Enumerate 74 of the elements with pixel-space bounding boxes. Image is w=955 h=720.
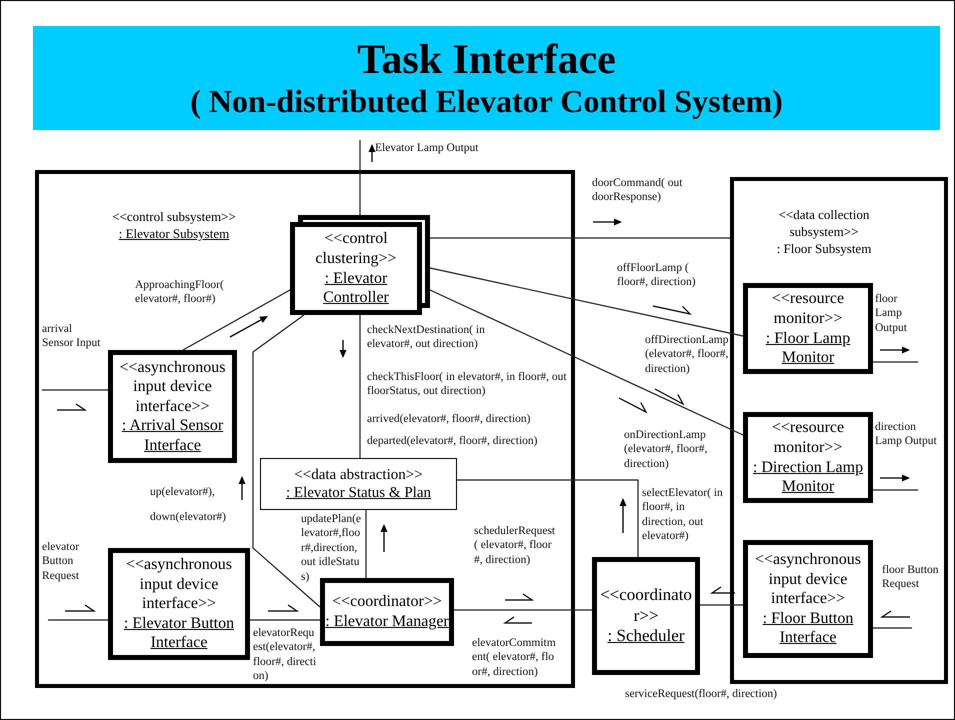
object-name: : Elevator Status & Plan <box>286 484 431 502</box>
object-name: : Floor Button Interface <box>762 608 854 648</box>
object-name: : Floor Subsystem <box>776 240 872 258</box>
connector-line <box>182 289 290 351</box>
object-name: : Scheduler <box>608 626 684 648</box>
connector-line <box>42 389 108 391</box>
connector-line <box>430 289 744 436</box>
connector-line <box>430 237 730 239</box>
stereotype-label: <<coordinator>> <box>600 584 692 626</box>
stereotype-label: <<asynchronous input device interface>> <box>124 555 234 614</box>
message-label: checkThisFloor( in elevator#, in floor#, out floorStatus, out direction) <box>367 370 568 399</box>
message-label: Elevator Lamp Output <box>375 141 480 156</box>
object-name: : Elevator Subsystem <box>118 226 230 243</box>
object-box <box>108 350 237 463</box>
object-box <box>260 458 457 510</box>
title: Task Interface <box>357 36 616 83</box>
multi-object-box <box>290 215 430 315</box>
message-label: ApproachingFloor( elevator#, floor#) <box>135 278 225 307</box>
message-label: elevatorRequest(elevator#, floor#, direction) <box>253 626 318 684</box>
subsystem-box <box>730 177 948 684</box>
object-box <box>320 578 454 646</box>
object-box <box>743 540 873 658</box>
connector-line <box>454 609 592 611</box>
message-label: elevatorCommitment( elevator#, floor#, direction) <box>472 636 556 680</box>
subsystem-box <box>35 170 575 688</box>
connector-line <box>252 314 320 608</box>
message-label: offFloorLamp ( floor#, direction) <box>617 261 697 290</box>
message-label: elevator Button Request <box>42 540 80 584</box>
connector-line <box>359 140 361 215</box>
message-label: doorCommand( out doorResponse) <box>592 176 684 205</box>
stereotype-label: <<data abstraction>> <box>294 466 423 484</box>
connector-line <box>700 604 743 606</box>
stereotype-label: <<asynchronous input device interface>> <box>754 550 862 609</box>
message-label: arrived(elevator#, floor#, direction) <box>367 412 532 426</box>
object-box <box>743 283 873 374</box>
stereotype-label: <<asynchronous input device interface>> <box>118 358 227 416</box>
connector-line <box>250 619 320 621</box>
object-box <box>743 412 873 503</box>
stereotype-label: <<coordinator>> <box>332 592 442 612</box>
object-name: : Elevator Controller <box>322 268 390 308</box>
stereotype-label: <<control clustering>> <box>314 229 398 268</box>
stereotype-label: <<resource monitor>> <box>770 418 846 458</box>
message-label: up(elevator#), down(elevator#) <box>150 485 227 526</box>
object-name: : Direction Lamp Monitor <box>752 458 864 497</box>
connector-line <box>48 619 108 621</box>
message-label: updatePlan(elevator#,floor#,direction, out idleStatus) <box>301 512 362 584</box>
message-label: onDirectionLamp(elevator#, floor#, direction) <box>624 428 708 472</box>
connector-line <box>873 627 912 629</box>
object-box <box>108 548 250 660</box>
object-name: : Arrival Sensor Interface <box>120 416 224 456</box>
message-label: schedulerRequest( elevator#, floor#, direction) <box>474 524 556 568</box>
connector-line <box>365 510 367 578</box>
connector-line <box>430 267 744 337</box>
message-label: selectElevator( in floor#, in direction, out elevator#) <box>642 486 724 544</box>
subtitle: ( Non-distributed Elevator Control System) <box>190 82 783 120</box>
connector-line <box>359 315 361 458</box>
message-label: floor Lamp Output <box>875 292 908 336</box>
message-label: checkNextDestination( in elevator#, out direction) <box>367 323 486 352</box>
connector-line <box>457 479 639 557</box>
message-label: floor Button Request <box>882 563 940 592</box>
stereotype-label: <<data collection subsystem>> <box>778 207 870 241</box>
object-name: : Elevator Button Interface <box>122 614 236 653</box>
message-label: serviceRequest(floor#, direction) <box>625 687 778 702</box>
connector-line <box>873 361 918 363</box>
object-box <box>592 557 700 675</box>
stereotype-label: <<resource monitor>> <box>770 289 846 328</box>
message-label: departed(elevator#, floor#, direction) <box>367 434 539 448</box>
object-name: : Floor Lamp Monitor <box>764 328 852 368</box>
object-name: : Elevator Manager <box>325 612 449 632</box>
message-label: arrival Sensor Input <box>42 322 102 351</box>
connector-line <box>873 489 918 491</box>
stereotype-label: <<control subsystem>> <box>111 209 237 226</box>
message-label: offDirectionLamp(elevator#, floor#, direction) <box>645 333 729 376</box>
message-label: direction Lamp Output <box>875 420 937 449</box>
